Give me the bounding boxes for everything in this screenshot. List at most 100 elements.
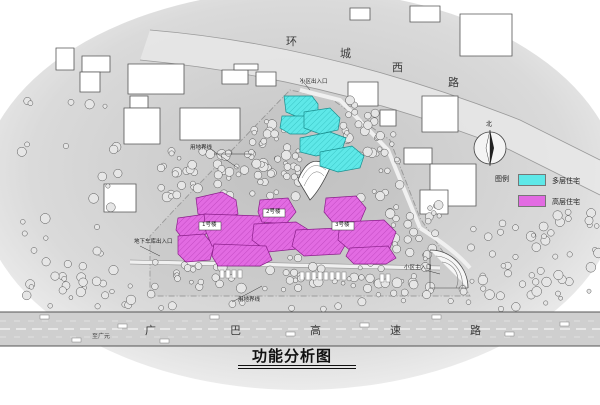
tree [158, 305, 164, 311]
tree [274, 155, 282, 163]
tree [558, 296, 563, 301]
tree [239, 299, 246, 306]
tree [354, 120, 363, 129]
tree [176, 155, 182, 161]
tree [543, 300, 549, 306]
tree [477, 275, 488, 286]
tree [431, 229, 439, 238]
legend-swatch-high-rise [518, 195, 546, 207]
south-road-char-3: 高 [310, 324, 321, 337]
tree [290, 173, 298, 181]
tree [552, 253, 559, 260]
south-road-char-1: 广 [145, 324, 156, 337]
legend-swatch-multi-storey [518, 174, 546, 186]
tree [518, 280, 527, 288]
title-underline-2 [238, 368, 356, 369]
entrance-label-north: 小区出入口 [300, 79, 328, 85]
tree [378, 168, 384, 173]
tree [236, 282, 247, 294]
tree [400, 288, 409, 297]
tree [480, 285, 487, 292]
tree [339, 121, 348, 130]
south-road-char-5: 路 [470, 324, 481, 337]
tree [92, 246, 102, 256]
tree [498, 219, 507, 228]
legend-label-multi-storey: 多层住宅 [552, 177, 580, 185]
tree [84, 99, 95, 110]
tree [189, 279, 194, 285]
tree [512, 253, 519, 260]
tree [94, 303, 101, 310]
tree [172, 190, 182, 200]
tree [233, 163, 240, 170]
tree [409, 227, 418, 237]
tree [465, 299, 472, 305]
tree [211, 273, 220, 282]
tree [251, 129, 257, 136]
tree [264, 119, 269, 125]
tree [377, 265, 385, 273]
north-road-band [140, 30, 600, 195]
tree [593, 247, 600, 259]
tree [293, 164, 301, 172]
north-road-char-1: 环 [286, 35, 297, 48]
tree [541, 233, 547, 240]
north-road-char-3: 西 [392, 61, 403, 74]
tree [467, 243, 475, 252]
tree [78, 262, 87, 271]
tree [266, 191, 275, 200]
tree [586, 288, 592, 294]
tree [447, 298, 454, 304]
tree [317, 264, 326, 273]
tree [290, 268, 298, 277]
tree [239, 165, 249, 175]
tree [423, 256, 428, 261]
tree [365, 273, 375, 283]
tree [496, 291, 505, 301]
tree [213, 170, 223, 180]
tree-canopy [16, 95, 600, 313]
tree [390, 289, 398, 297]
tree [531, 242, 541, 252]
tree [108, 265, 119, 276]
expressway-cars [39, 314, 570, 344]
tree [41, 257, 51, 267]
tree [390, 222, 396, 228]
tree [102, 103, 108, 109]
tree [538, 221, 549, 232]
tree [498, 305, 504, 312]
tree [488, 250, 496, 258]
tree [400, 298, 406, 304]
tree [101, 291, 109, 300]
tree [109, 288, 115, 295]
tree [287, 255, 293, 261]
tree [390, 131, 397, 138]
legend-label-high-rise: 高层住宅 [552, 198, 580, 206]
tree [75, 287, 86, 297]
tree [357, 265, 363, 271]
tree [536, 267, 545, 275]
compass-label: 北 [486, 121, 493, 128]
tree [541, 276, 552, 287]
tree [334, 302, 342, 310]
tree [405, 248, 415, 257]
tree [470, 226, 477, 233]
tree [422, 290, 431, 299]
tree [320, 305, 327, 313]
tree [24, 141, 30, 148]
east-plaza [429, 249, 469, 289]
tree [364, 112, 372, 120]
tree [251, 158, 262, 169]
tree [371, 189, 377, 194]
tree [394, 156, 400, 163]
tree [586, 208, 596, 218]
tree [283, 172, 291, 180]
tree [127, 283, 133, 289]
tree [555, 290, 561, 297]
tree [43, 235, 49, 241]
tree [531, 286, 542, 297]
tree [168, 150, 175, 157]
tree [94, 224, 100, 230]
tree [152, 259, 159, 266]
